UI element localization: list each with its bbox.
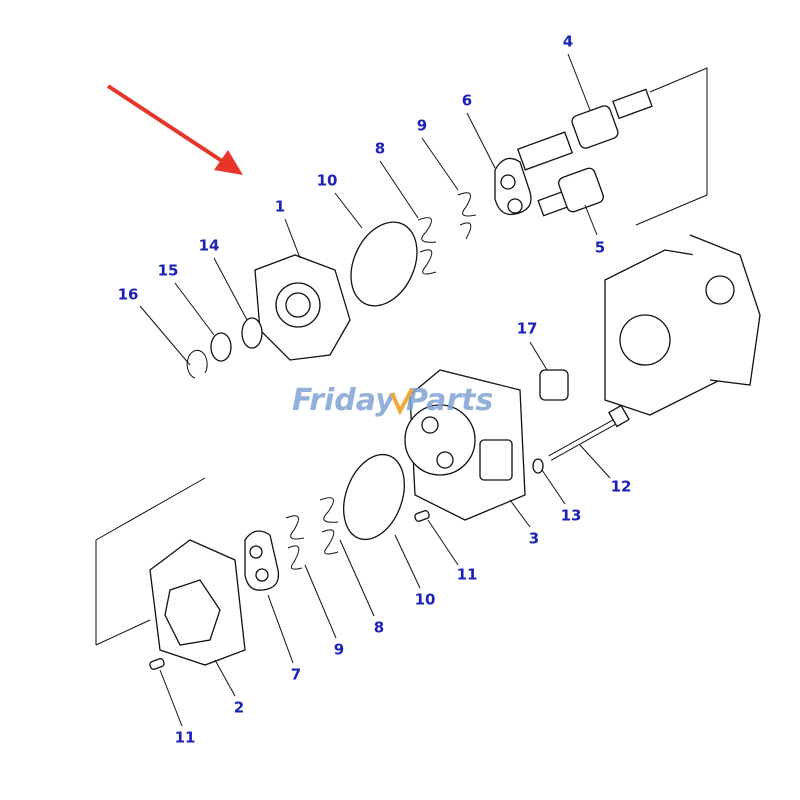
part-10-o-ring-bottom [343, 453, 405, 541]
callout-4: 4 [563, 33, 573, 51]
part-6-wear-plate [494, 157, 532, 216]
part-8-seal-bottom [319, 497, 339, 555]
callout-2: 2 [234, 699, 244, 717]
callout-9-top: 9 [417, 117, 427, 135]
callout-labels: 4 6 9 8 10 1 14 15 16 5 17 12 13 3 11 10… [118, 33, 632, 747]
callout-15: 15 [158, 262, 179, 280]
part-17-bushing [539, 369, 569, 401]
callout-16: 16 [118, 286, 139, 304]
rear-pump-body [604, 234, 761, 416]
callout-5: 5 [595, 239, 605, 257]
part-8-seal-top [417, 217, 437, 275]
part-11-dowel-pin-lower [149, 658, 165, 670]
part-13-washer [532, 458, 544, 474]
part-7-wear-plate [244, 530, 280, 591]
fridayparts-watermark-logo: Friday Parts [292, 383, 493, 418]
part-12-bolt [548, 404, 630, 461]
part-16-snap-ring [186, 349, 208, 379]
part-15-bearing [210, 332, 232, 362]
callout-11-lower: 11 [175, 729, 196, 747]
part-9-backup-ring-bottom [285, 515, 305, 570]
callout-8-top: 8 [375, 140, 385, 158]
callout-3: 3 [529, 530, 539, 548]
part-11-dowel-pin-upper [414, 510, 430, 522]
red-pointer-arrow [106, 84, 243, 175]
part-1-front-cover [254, 254, 351, 361]
callout-12: 12 [611, 478, 632, 496]
callout-6: 6 [462, 92, 472, 110]
svg-text:Parts: Parts [406, 383, 493, 418]
callout-1: 1 [275, 198, 285, 216]
callout-8-bottom: 8 [374, 619, 384, 637]
part-5-driven-gear [537, 167, 604, 217]
callout-14: 14 [199, 237, 220, 255]
callout-7: 7 [291, 666, 301, 684]
part-2-rear-housing [149, 539, 246, 666]
part-10-o-ring-top [350, 221, 418, 307]
callout-17: 17 [517, 320, 538, 338]
callout-10-top: 10 [317, 172, 338, 190]
callout-13: 13 [561, 507, 582, 525]
svg-text:Friday: Friday [292, 383, 396, 418]
callout-11-upper: 11 [457, 566, 478, 584]
callout-9-bottom: 9 [334, 641, 344, 659]
callout-10-bottom: 10 [415, 591, 436, 609]
assembly-frame-lines [95, 67, 708, 646]
part-3-gear-housing [404, 369, 526, 521]
part-9-backup-ring-top [457, 192, 477, 240]
part-4-drive-shaft [516, 88, 653, 171]
callout-leader-lines [139, 53, 611, 727]
part-14-washer [241, 317, 263, 349]
